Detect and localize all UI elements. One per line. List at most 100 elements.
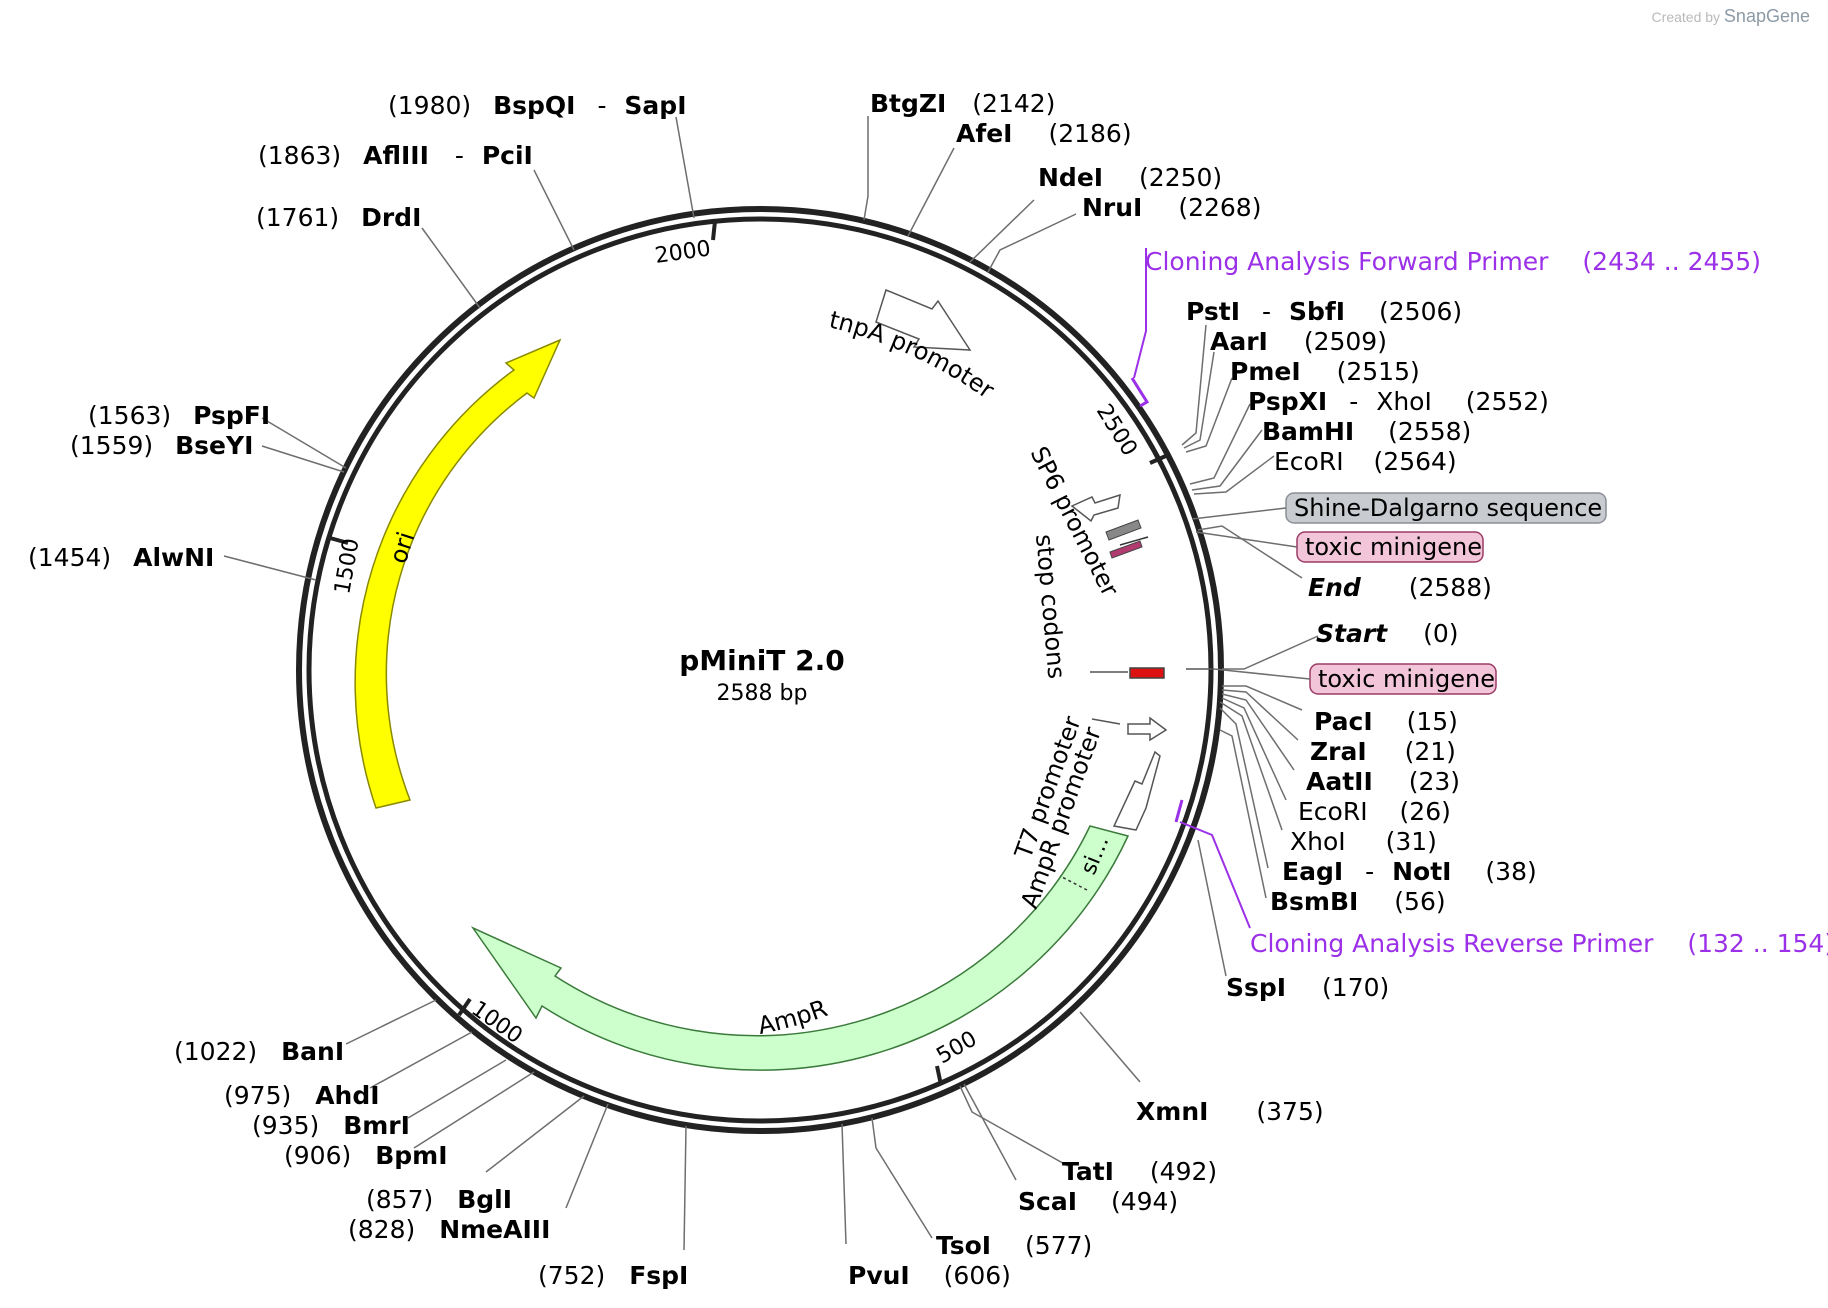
- site-end[interactable]: End (2588): [1308, 573, 1492, 602]
- site-xmni[interactable]: XmnI (375): [1136, 1097, 1324, 1126]
- ampr-promoter-arrow[interactable]: [1112, 750, 1161, 831]
- pspfi-leader: [261, 417, 347, 469]
- psti-dash: -: [1262, 297, 1271, 326]
- afliii-leader: [533, 169, 575, 251]
- bpmi-name: BpmI: [375, 1141, 447, 1170]
- site-bseyi[interactable]: (1559) BseYI: [70, 431, 253, 460]
- bgli-pos: (857): [366, 1185, 433, 1214]
- t7-promoter-arrow[interactable]: [1127, 716, 1168, 742]
- tick-mark-2500: [1149, 453, 1169, 465]
- site-scai[interactable]: ScaI (494): [1018, 1187, 1178, 1216]
- bpmi-pos: (906): [284, 1141, 351, 1170]
- ampr-signal-divider: [1059, 875, 1088, 891]
- site-nmeaiii[interactable]: (828) NmeAIII: [348, 1215, 550, 1244]
- toxic-minigene-leader-bottom: [1213, 668, 1311, 680]
- site-drdi[interactable]: (1761) DrdI: [256, 203, 421, 232]
- shine-dalgarno-leader: [1191, 507, 1287, 520]
- pspxi-leader: [1189, 403, 1251, 485]
- site-alwni[interactable]: (1454) AlwNI: [28, 543, 214, 572]
- bmri-pos: (935): [252, 1111, 319, 1140]
- site-pmei[interactable]: PmeI (2515): [1230, 357, 1420, 386]
- toxic-minigene-bar-top[interactable]: [1109, 540, 1143, 559]
- site-xhoi[interactable]: XhoI (31): [1290, 827, 1437, 856]
- toxic-minigene-label-bottom: toxic minigene: [1318, 665, 1495, 693]
- aatii-name: AatII: [1306, 767, 1373, 796]
- site-ecori1[interactable]: EcoRI (2564): [1274, 447, 1457, 476]
- site-pvui[interactable]: PvuI (606): [848, 1261, 1011, 1290]
- shine-dalgarno-label: Shine-Dalgarno sequence: [1294, 494, 1602, 522]
- bspqi-dash: -: [597, 91, 606, 120]
- sp6-promoter-arrow[interactable]: [1070, 493, 1121, 523]
- end-leader: [1197, 525, 1303, 579]
- shine-dalgarno-bar[interactable]: [1105, 519, 1142, 541]
- backbone-inner: [306, 216, 1214, 1124]
- site-pspxi[interactable]: PspXI - XhoI (2552): [1248, 387, 1549, 416]
- ahdi-name: AhdI: [315, 1081, 379, 1110]
- site-ahdi[interactable]: (975) AhdI: [224, 1081, 380, 1110]
- site-paci[interactable]: PacI (15): [1314, 707, 1458, 736]
- nmeaiii-leader: [565, 1103, 609, 1209]
- pvui-leader: [841, 1123, 847, 1245]
- fspi-leader: [683, 1125, 687, 1251]
- site-bspqi[interactable]: (1980) BspQI - SapI: [388, 91, 687, 120]
- bsmbi-leader: [1219, 729, 1267, 899]
- tick-label-1500: 1500: [330, 537, 364, 596]
- aatii-leader: [1221, 693, 1295, 771]
- forward-primer-marker[interactable]: [1130, 377, 1150, 408]
- nrui-pos: (2268): [1178, 193, 1261, 222]
- bspqi-leader: [675, 116, 695, 219]
- site-start[interactable]: Start (0): [1316, 619, 1458, 648]
- forward-primer-label[interactable]: Cloning Analysis Forward Primer (2434 ..…: [1145, 247, 1761, 276]
- pspxi-xhoi-name: XhoI: [1376, 387, 1432, 416]
- site-aatii[interactable]: AatII (23): [1306, 767, 1460, 796]
- tnpA-promoter-arrow[interactable]: [875, 288, 972, 351]
- afliii-dash: -: [455, 141, 464, 170]
- zrai-name: ZraI: [1310, 737, 1367, 766]
- bspqi-pos: (1980): [388, 91, 471, 120]
- site-bamhi[interactable]: BamHI (2558): [1262, 417, 1471, 446]
- site-tati[interactable]: TatI (492): [1062, 1157, 1217, 1186]
- site-zrai[interactable]: ZraI (21): [1310, 737, 1456, 766]
- toxic-minigene-leader-top: [1195, 531, 1298, 548]
- t7-promoter-leader: [1091, 718, 1121, 725]
- ampr-arrow[interactable]: [470, 825, 1130, 1071]
- psti-pos: (2506): [1379, 297, 1462, 326]
- toxic-minigene-bar-bottom[interactable]: [1129, 667, 1165, 679]
- pcii-name: PciI: [482, 141, 533, 170]
- site-afei[interactable]: AfeI (2186): [956, 119, 1132, 148]
- site-pspfi[interactable]: (1563) PspFI: [88, 401, 270, 430]
- site-fspi[interactable]: (752) FspI: [538, 1261, 688, 1290]
- ori-arrow[interactable]: [354, 338, 562, 809]
- bamhi-pos: (2558): [1388, 417, 1471, 446]
- site-sspi[interactable]: SspI (170): [1226, 973, 1389, 1002]
- ndei-name: NdeI: [1038, 163, 1103, 192]
- site-nrui[interactable]: NruI (2268): [1082, 193, 1261, 222]
- drdi-pos: (1761): [256, 203, 339, 232]
- site-btgzi[interactable]: BtgZI (2142): [870, 89, 1055, 118]
- pspfi-name: PspFI: [193, 401, 270, 430]
- site-eagi[interactable]: EagI - NotI (38): [1282, 857, 1537, 886]
- site-ecori2[interactable]: EcoRI (26): [1298, 797, 1451, 826]
- eagi-pos: (38): [1485, 857, 1536, 886]
- paci-leader: [1222, 685, 1303, 711]
- pspxi-pos: (2552): [1466, 387, 1549, 416]
- site-aari[interactable]: AarI (2509): [1210, 327, 1387, 356]
- site-tsoi[interactable]: TsoI (577): [936, 1231, 1092, 1260]
- site-bgli[interactable]: (857) BglI: [366, 1185, 512, 1214]
- scai-name: ScaI: [1018, 1187, 1077, 1216]
- tsoi-name: TsoI: [936, 1231, 991, 1260]
- site-bmri[interactable]: (935) BmrI: [252, 1111, 410, 1140]
- aatii-pos: (23): [1409, 767, 1460, 796]
- site-bsmbi[interactable]: BsmBI (56): [1270, 887, 1446, 916]
- bgli-leader: [485, 1095, 585, 1173]
- bani-leader: [345, 999, 437, 1045]
- reverse-primer-label[interactable]: Cloning Analysis Reverse Primer (132 .. …: [1250, 929, 1828, 958]
- site-psti[interactable]: PstI - SbfI (2506): [1186, 297, 1462, 326]
- bamhi-name: BamHI: [1262, 417, 1354, 446]
- reverse-primer-marker[interactable]: [1174, 799, 1184, 823]
- site-bani[interactable]: (1022) BanI: [174, 1037, 344, 1066]
- site-ndei[interactable]: NdeI (2250): [1038, 163, 1222, 192]
- site-bpmi[interactable]: (906) BpmI: [284, 1141, 448, 1170]
- bseyi-name: BseYI: [175, 431, 253, 460]
- site-afliii[interactable]: (1863) AflIII - PciI: [258, 141, 533, 170]
